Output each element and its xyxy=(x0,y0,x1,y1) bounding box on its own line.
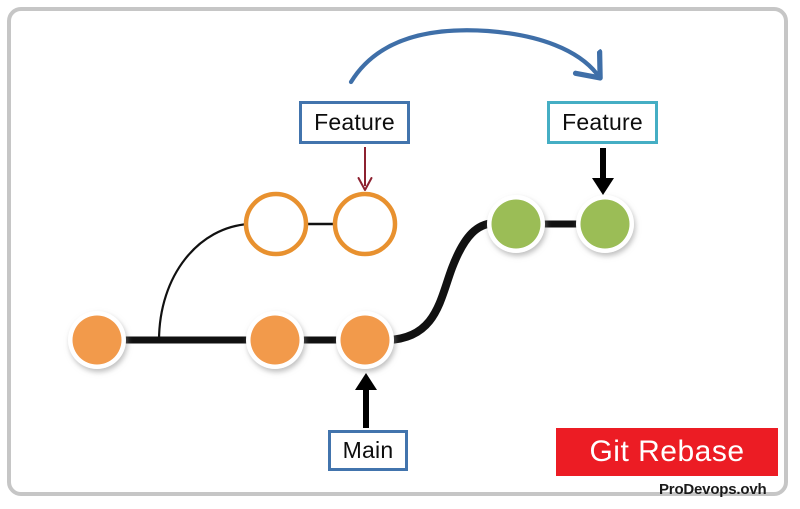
main-commit-3[interactable] xyxy=(336,311,394,369)
main-label-text: Main xyxy=(342,437,394,463)
git-rebase-title-badge: Git Rebase xyxy=(556,428,778,476)
git-rebase-title-text: Git Rebase xyxy=(589,435,745,468)
rebase-s-curve xyxy=(384,219,498,344)
rebase-move-arrow xyxy=(348,28,597,85)
main-commit-1[interactable] xyxy=(68,311,126,369)
watermark-prodevops: ProDevops.ovh xyxy=(659,481,767,498)
feature-right-pointer-arrow xyxy=(592,148,614,195)
feature-new-commit-2[interactable] xyxy=(576,195,634,253)
feature-old-commit-1[interactable] xyxy=(243,191,309,257)
main-label-box[interactable]: Main xyxy=(328,430,408,471)
feature-label-right-text: Feature xyxy=(562,109,643,135)
feature-left-pointer-arrow xyxy=(357,147,373,191)
feature-new-commit-1[interactable] xyxy=(487,195,545,253)
diagram-frame-border xyxy=(7,7,788,496)
feature-label-box-after-rebase[interactable]: Feature xyxy=(547,101,658,144)
old-branch-arc xyxy=(157,222,251,343)
main-commit-2[interactable] xyxy=(246,311,304,369)
feature-label-left-text: Feature xyxy=(314,109,395,135)
main-pointer-arrow xyxy=(355,373,377,428)
feature-old-commit-2[interactable] xyxy=(332,191,398,257)
feature-label-box-before-rebase[interactable]: Feature xyxy=(299,101,410,144)
